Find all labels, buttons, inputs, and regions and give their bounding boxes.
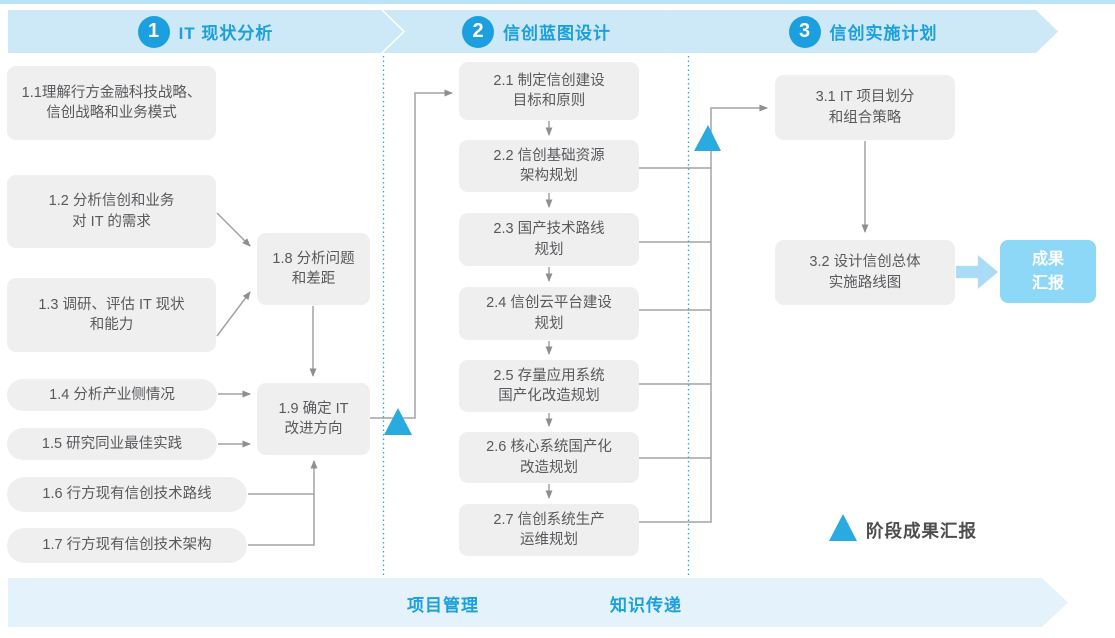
box-2-6: 2.6 核心系统国产化 改造规划	[459, 432, 639, 483]
bottom-band-item-knowledge-transfer: 知识传递	[610, 596, 682, 615]
phase-number-badge-2: 2	[462, 16, 494, 48]
box-1-4: 1.4 分析产业侧情况	[7, 379, 217, 411]
legend-label: 阶段成果汇报	[866, 521, 977, 541]
result-block-arrow-icon	[956, 255, 998, 289]
box-2-4: 2.4 信创云平台建设 规划	[459, 287, 639, 340]
box-2-5: 2.5 存量应用系统 国产化改造规划	[459, 360, 639, 412]
phase-band-3: 3 信创实施计划	[668, 10, 1058, 53]
phase-title-2: 信创蓝图设计	[503, 24, 611, 43]
phase-number-badge-1: 1	[138, 16, 170, 48]
box-1-7: 1.7 行方现有信创技术架构	[7, 528, 247, 563]
result-report-box: 成果 汇报	[1000, 240, 1096, 303]
box-1-6: 1.6 行方现有信创技术路线	[7, 477, 247, 512]
box-1-8: 1.8 分析问题 和差距	[257, 233, 370, 305]
box-1-1: 1.1理解行方金融科技战略、 信创战略和业务模式	[7, 66, 216, 140]
box-3-2: 3.2 设计信创总体 实施路线图	[775, 240, 955, 305]
phase1-report-triangle-icon	[384, 408, 412, 435]
bottom-band: 项目管理 知识传递	[8, 578, 1068, 627]
phase-title-1: IT 现状分析	[178, 24, 274, 43]
bottom-band-item-project-management: 项目管理	[407, 596, 479, 615]
box-1-2: 1.2 分析信创和业务 对 IT 的需求	[7, 175, 216, 248]
top-border-strip	[0, 0, 1115, 4]
phase-band-1: 1 IT 现状分析	[8, 10, 403, 53]
box-2-2: 2.2 信创基础资源 架构规划	[459, 140, 639, 192]
box-3-1: 3.1 IT 项目划分 和组合策略	[775, 75, 955, 140]
phase-number-badge-3: 3	[789, 16, 821, 48]
box-1-9: 1.9 确定 IT 改进方向	[257, 383, 370, 455]
box-2-3: 2.3 国产技术路线 规划	[459, 213, 639, 266]
phase-title-3: 信创实施计划	[829, 24, 938, 43]
phase-band-2: 2 信创蓝图设计	[383, 10, 690, 53]
box-1-5: 1.5 研究同业最佳实践	[7, 428, 217, 460]
box-1-3: 1.3 调研、评估 IT 现状 和能力	[7, 278, 216, 352]
phase2-report-triangle-icon	[694, 125, 721, 151]
box-2-7: 2.7 信创系统生产 运维规划	[459, 504, 639, 556]
box-2-1: 2.1 制定信创建设 目标和原则	[459, 62, 639, 120]
legend-triangle-icon	[829, 514, 857, 541]
